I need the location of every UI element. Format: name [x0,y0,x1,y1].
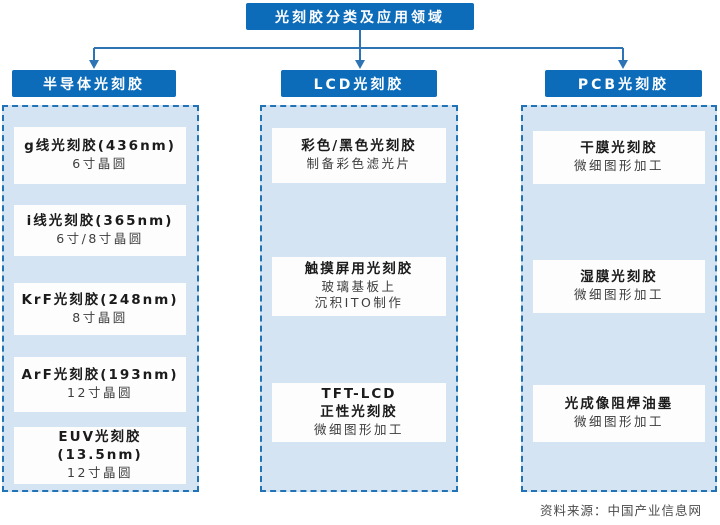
arrow-down-icon [618,60,628,69]
node-subtitle: 6寸晶圆 [72,156,128,172]
node-euv: EUV光刻胶 (13.5nm) 12寸晶圆 [14,427,186,484]
node-tft-lcd-resist: TFT-LCD 正性光刻胶 微细图形加工 [272,383,446,442]
node-subtitle: 12寸晶圆 [67,385,133,401]
node-title: 干膜光刻胶 [580,140,658,157]
node-g-line: g线光刻胶(436nm) 6寸晶圆 [14,127,186,184]
node-dry-film: 干膜光刻胶 微细图形加工 [533,131,705,184]
node-i-line: i线光刻胶(365nm) 6寸/8寸晶圆 [14,205,186,256]
branch-header-label: 半导体光刻胶 [43,76,145,93]
root-node: 光刻胶分类及应用领域 [246,3,474,30]
node-title-line2: 正性光刻胶 [320,404,398,421]
node-touchscreen-resist: 触摸屏用光刻胶 玻璃基板上 沉积ITO制作 [272,257,446,316]
node-title: 湿膜光刻胶 [580,269,658,286]
node-subtitle: 12寸晶圆 [67,465,133,481]
node-krf: KrF光刻胶(248nm) 8寸晶圆 [14,283,186,335]
node-title-line2: (13.5nm) [57,447,143,464]
node-title: g线光刻胶(436nm) [24,138,176,155]
data-source-note: 资料来源：中国产业信息网 [539,503,702,518]
branch-header-semiconductor: 半导体光刻胶 [12,70,176,97]
node-subtitle: 微细图形加工 [313,422,404,438]
node-title: 触摸屏用光刻胶 [304,261,414,278]
node-subtitle: 6寸/8寸晶圆 [56,231,144,247]
branch-header-lcd: LCD光刻胶 [281,70,437,97]
node-title: TFT-LCD [321,386,397,403]
arrow-down-icon [355,60,365,69]
node-title: ArF光刻胶(193nm) [21,367,179,384]
node-color-black-resist: 彩色/黑色光刻胶 制备彩色滤光片 [272,128,446,183]
branch-header-label: PCB光刻胶 [577,76,670,93]
root-node-title: 光刻胶分类及应用领域 [275,9,445,26]
node-solder-mask-ink: 光成像阻焊油墨 微细图形加工 [533,385,705,442]
branch-header-label: LCD光刻胶 [313,76,405,93]
node-subtitle: 制备彩色滤光片 [306,156,412,172]
node-title: 彩色/黑色光刻胶 [301,138,417,155]
node-title: EUV光刻胶 [58,429,142,446]
node-title: KrF光刻胶(248nm) [21,291,179,308]
node-subtitle: 玻璃基板上 [321,278,397,294]
arrow-down-icon [89,60,99,69]
node-title: i线光刻胶(365nm) [26,213,174,230]
node-wet-film: 湿膜光刻胶 微细图形加工 [533,260,705,313]
node-subtitle-line2: 沉积ITO制作 [314,295,404,311]
node-subtitle: 微细图形加工 [573,414,664,430]
node-arf: ArF光刻胶(193nm) 12寸晶圆 [14,357,186,412]
node-title: 光成像阻焊油墨 [564,396,674,413]
node-subtitle: 微细图形加工 [573,287,664,303]
branch-header-pcb: PCB光刻胶 [545,70,702,97]
node-subtitle: 8寸晶圆 [72,309,128,325]
node-subtitle: 微细图形加工 [573,158,664,174]
